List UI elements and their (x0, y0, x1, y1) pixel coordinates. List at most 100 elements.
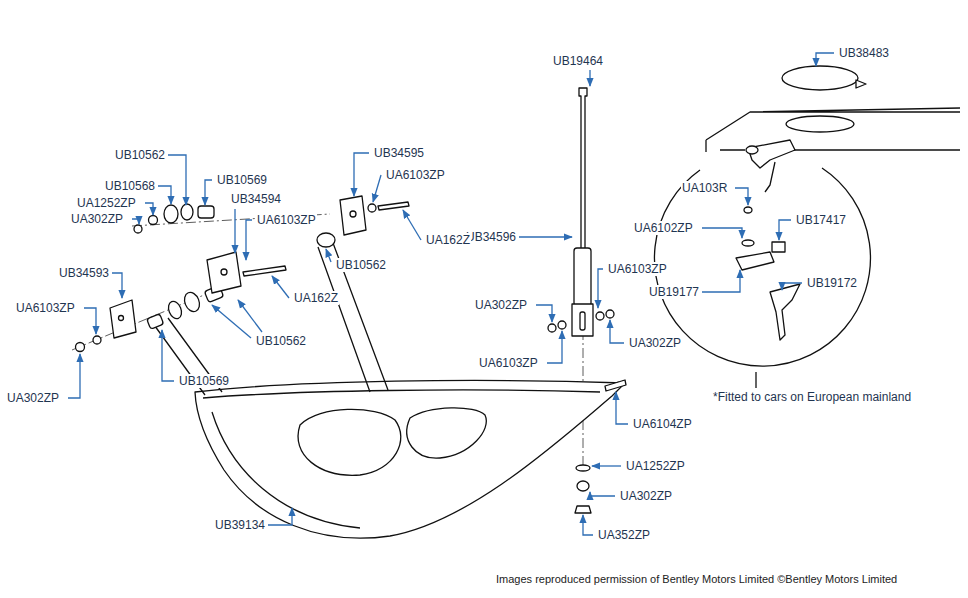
part-number: UB10562 (114, 148, 166, 162)
part-number: UB19177 (648, 285, 700, 299)
illustration-part (782, 283, 802, 290)
illustration-part (606, 310, 614, 318)
part-number: UA162Z (425, 233, 471, 247)
illustration-part (205, 180, 212, 205)
illustration-part (162, 330, 174, 381)
illustration-part (574, 248, 591, 306)
illustration-part (576, 465, 590, 471)
illustration-part (132, 214, 330, 226)
illustration-part (779, 220, 791, 240)
illustration-part (76, 343, 85, 352)
part-number: UB34596 (465, 230, 517, 244)
illustration-part (326, 249, 331, 262)
illustration-part (378, 202, 409, 210)
illustration-part (317, 233, 335, 247)
illustration-part (68, 354, 80, 398)
illustration-part (221, 269, 227, 275)
part-number: UA6103ZP (385, 168, 446, 182)
illustration-part (772, 242, 785, 252)
part-number: UB10569 (178, 374, 230, 388)
illustration-part (735, 188, 748, 205)
illustration-part (350, 211, 356, 217)
illustration-part (145, 203, 153, 215)
illustration-part (112, 273, 122, 298)
illustration-part (736, 252, 774, 270)
illustration-part (68, 53, 834, 535)
part-number: UA6103ZP (607, 262, 668, 276)
illustration-part (373, 175, 381, 202)
illustration-part (580, 312, 585, 330)
illustration-part (746, 146, 758, 154)
illustration-part (605, 380, 626, 391)
part-number: UA162Z (293, 291, 339, 305)
part-number: UA302ZP (6, 391, 60, 405)
illustration-part (166, 299, 184, 320)
illustration-part (742, 240, 754, 246)
illustration-part (181, 204, 193, 220)
illustration-part (786, 116, 854, 132)
illustration-part (579, 88, 587, 250)
footnote: *Fitted to cars on European mainland (712, 390, 912, 404)
illustration-part (816, 53, 834, 66)
part-number: UB10569 (216, 173, 268, 187)
part-number: UA6104ZP (632, 417, 693, 431)
illustration-part (93, 336, 101, 344)
illustration-part (548, 324, 556, 332)
illustration-part (592, 465, 621, 466)
illustration-part (572, 304, 593, 336)
part-number: UA6103ZP (15, 301, 76, 315)
illustration-part (164, 205, 178, 223)
illustration-part (134, 225, 142, 233)
illustration-part (577, 481, 589, 491)
illustration-part (403, 210, 421, 240)
part-number: UA302ZP (619, 489, 673, 503)
illustration-part (234, 209, 235, 253)
illustration-part (770, 284, 800, 340)
illustration-part (268, 508, 292, 525)
part-number: UA302ZP (474, 298, 528, 312)
illustration-part (354, 153, 369, 196)
illustration-part (536, 305, 552, 322)
illustration-part (272, 276, 289, 298)
illustration-part (298, 409, 401, 475)
illustration-part (590, 492, 615, 496)
illustration-part (72, 66, 960, 538)
illustration-part (596, 312, 604, 320)
illustration-part (149, 216, 158, 225)
illustration-part (589, 70, 590, 86)
illustration-part (84, 308, 96, 334)
part-number: UB19464 (552, 54, 604, 68)
illustration-part (119, 316, 124, 321)
illustration-part (246, 220, 252, 260)
part-number: UB34594 (230, 192, 282, 206)
part-number: UB34595 (373, 146, 425, 160)
illustration-part (654, 168, 870, 366)
part-number: UA1252ZP (625, 459, 686, 473)
part-number: UB10568 (104, 179, 156, 193)
part-number: UB10562 (335, 258, 387, 272)
illustration-part (583, 515, 593, 535)
illustration-part (407, 408, 486, 458)
illustration-part (238, 300, 262, 332)
part-number: UA352ZP (597, 528, 651, 542)
illustration-part (610, 320, 624, 343)
illustration-part (340, 196, 366, 235)
illustration-part (207, 252, 241, 293)
illustration-part (158, 186, 171, 204)
illustration-part (182, 290, 202, 314)
illustration-part (755, 372, 756, 388)
illustration-part (203, 390, 600, 398)
part-number: UB38483 (838, 46, 890, 60)
part-number: UB19172 (806, 276, 858, 290)
illustration-part (198, 206, 214, 218)
illustration-part (765, 162, 775, 192)
illustration-part (547, 331, 562, 363)
part-number: UB17417 (795, 213, 847, 227)
illustration-part (856, 80, 866, 88)
illustration-part (702, 228, 742, 238)
part-number: UB34593 (58, 266, 110, 280)
illustration-part (195, 380, 625, 538)
part-number: UA6103ZP (478, 356, 539, 370)
part-number: UA103R (681, 181, 728, 195)
